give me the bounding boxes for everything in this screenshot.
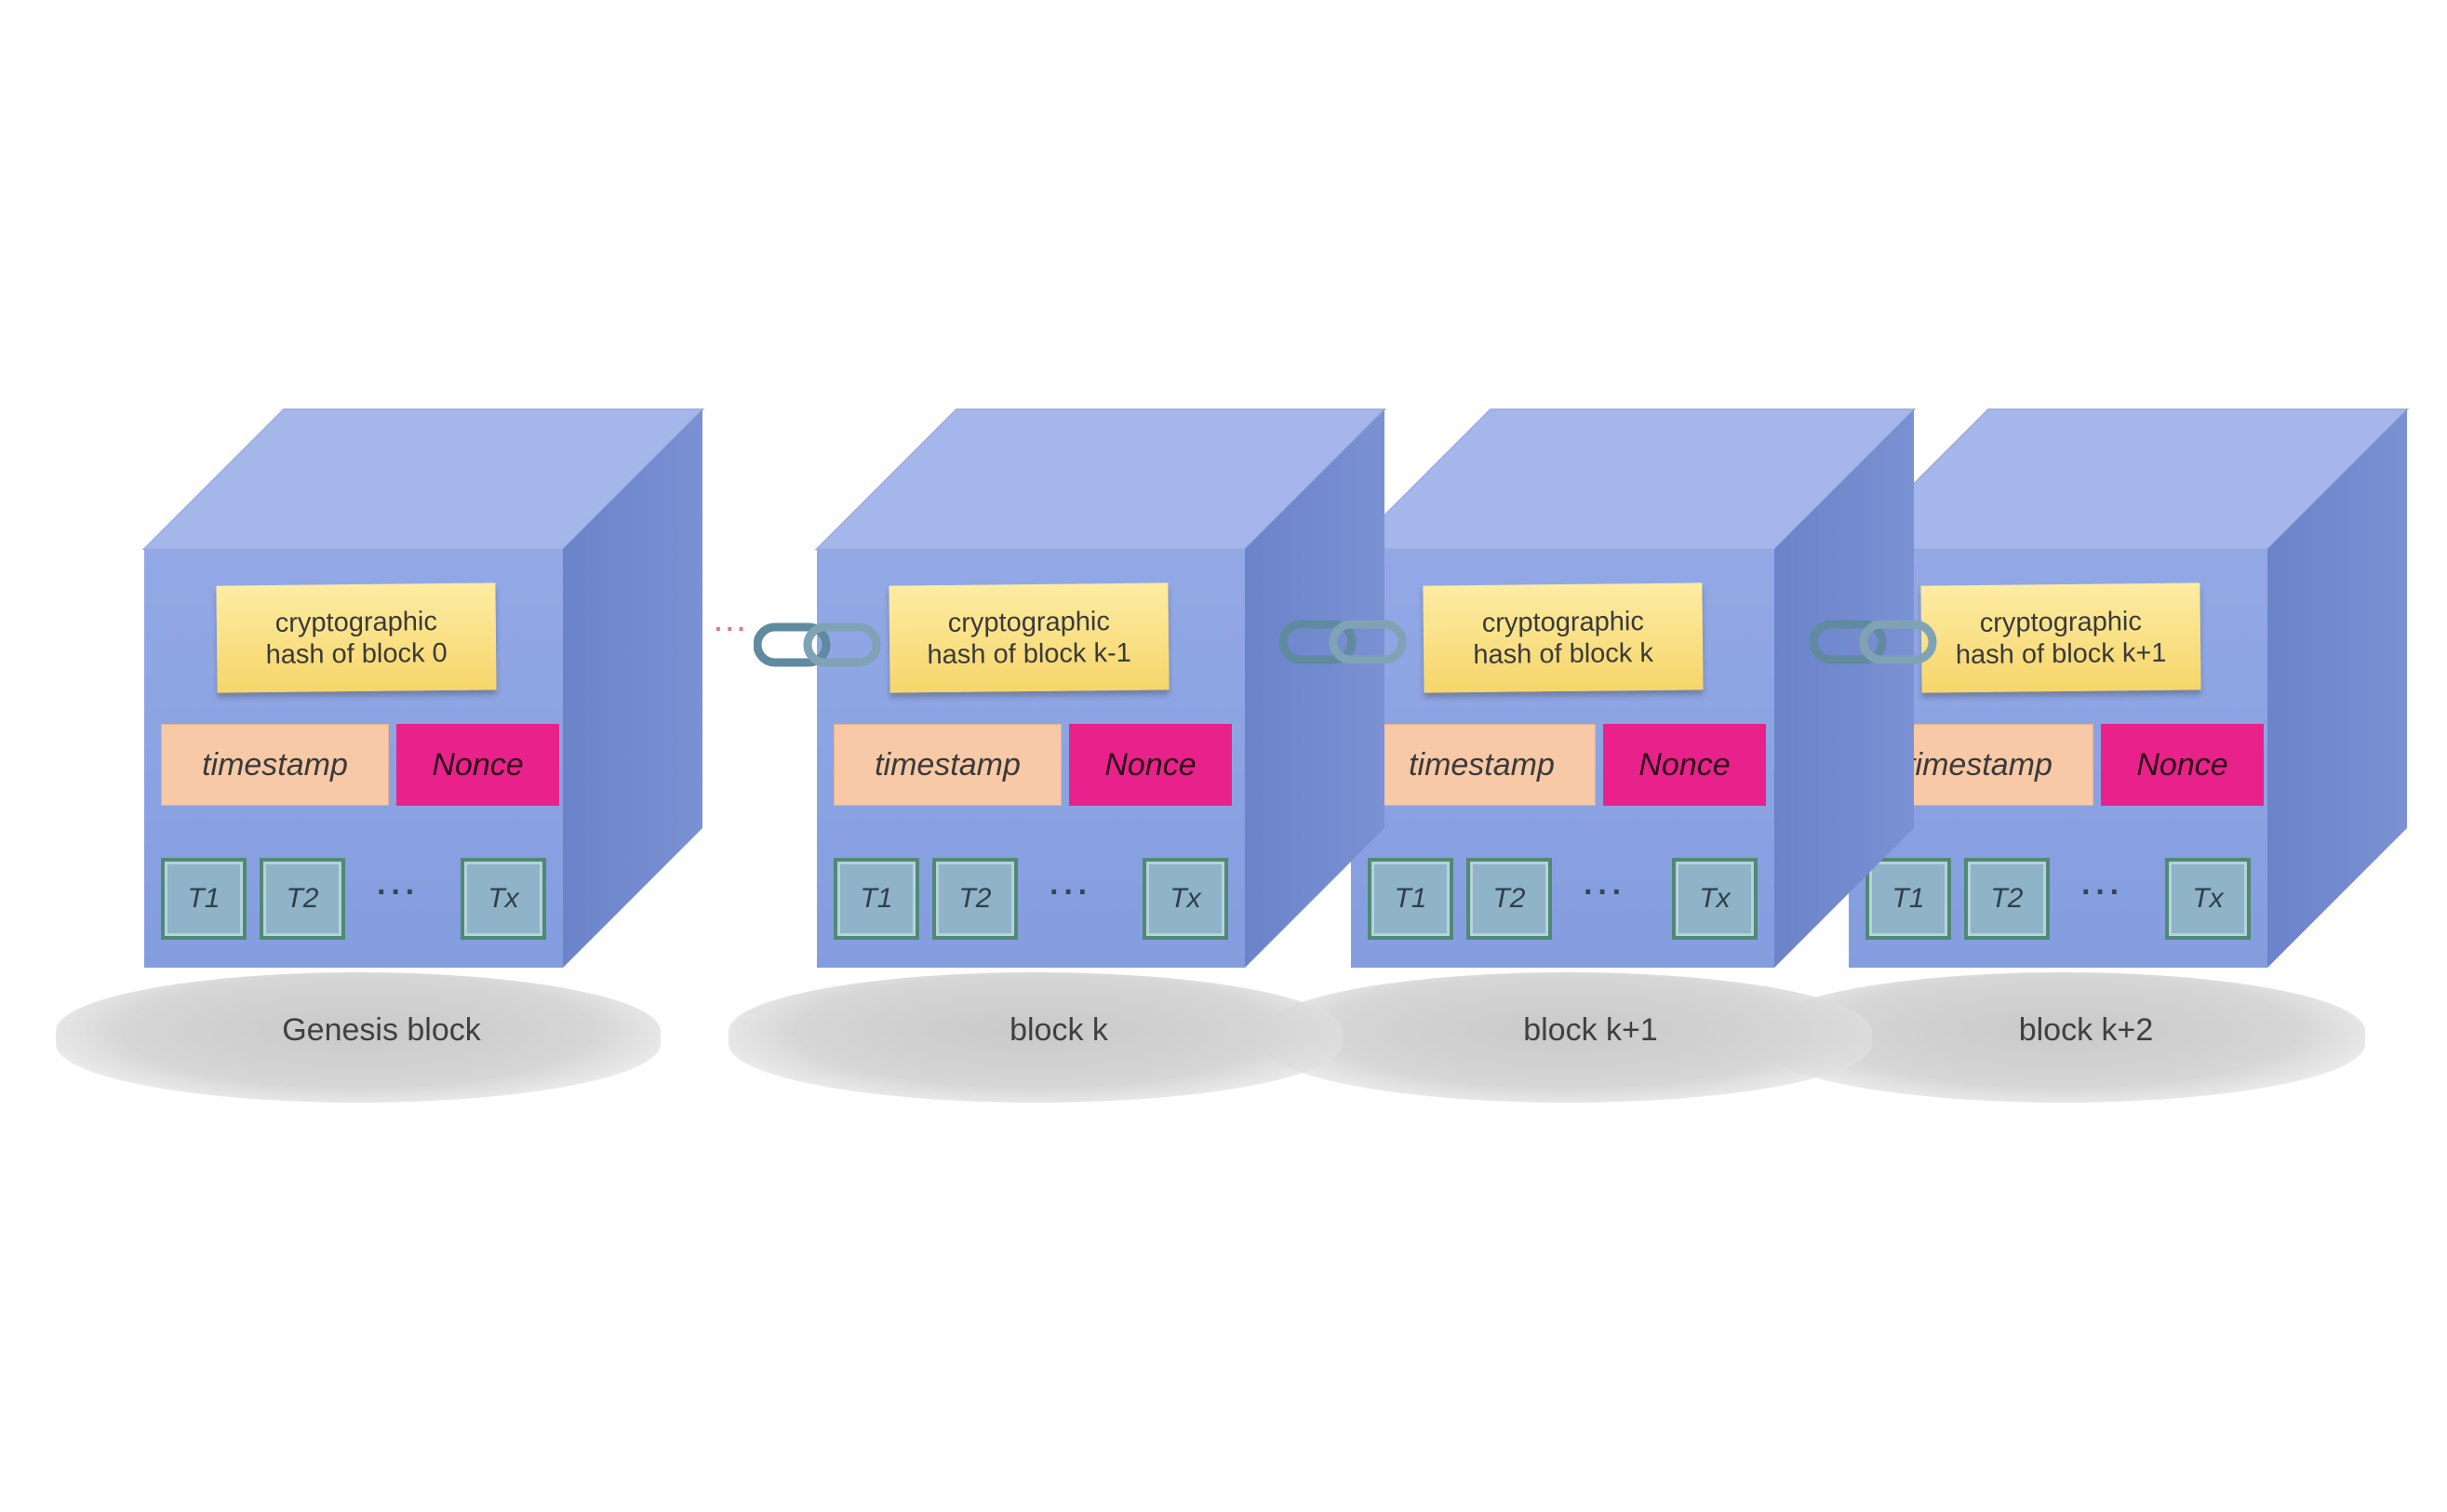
hash-line-1: cryptographic <box>1979 606 2143 638</box>
transaction-box: T2 <box>260 858 345 940</box>
block-shadow <box>56 972 661 1103</box>
block-label: block k+2 <box>2018 1012 2154 1048</box>
transaction-box: T1 <box>161 858 247 940</box>
cube-side-face <box>1245 409 1384 968</box>
transaction-box: T2 <box>932 858 1018 940</box>
hash-line-2: hash of block k-1 <box>927 637 1131 670</box>
hash-line-1: cryptographic <box>947 606 1111 638</box>
block-label: block k+1 <box>1523 1012 1658 1048</box>
timestamp-field: timestamp <box>834 724 1062 806</box>
transactions-ellipsis: ··· <box>1584 875 1626 910</box>
cube-side-face <box>563 409 702 968</box>
transaction-box: T2 <box>1964 858 2050 940</box>
transaction-box: T1 <box>1865 858 1951 940</box>
chain-link-icon <box>1279 620 1407 664</box>
block-label: block k <box>1010 1012 1108 1048</box>
transactions-ellipsis: ··· <box>377 875 420 910</box>
block-label: Genesis block <box>282 1012 481 1048</box>
transaction-box: T2 <box>1466 858 1552 940</box>
hash-line-2: hash of block 0 <box>265 637 448 670</box>
nonce-field: Nonce <box>1603 724 1766 806</box>
block-shadow <box>1263 972 1872 1103</box>
cube-side-face <box>1774 409 1914 968</box>
chain-link-icon <box>1810 620 1937 664</box>
nonce-field: Nonce <box>396 724 559 806</box>
preceding-blocks-ellipsis: ··· <box>715 614 749 643</box>
transaction-box: T1 <box>834 858 919 940</box>
nonce-field: Nonce <box>1069 724 1232 806</box>
transaction-box: Tx <box>1143 858 1228 940</box>
transaction-box: Tx <box>2165 858 2251 940</box>
transaction-box: Tx <box>461 858 546 940</box>
hash-line-2: hash of block k+1 <box>1955 637 2167 670</box>
timestamp-field: timestamp <box>1368 724 1596 806</box>
transaction-box: T1 <box>1368 858 1453 940</box>
transaction-box: Tx <box>1672 858 1758 940</box>
hash-line-2: hash of block k <box>1473 637 1654 670</box>
nonce-field: Nonce <box>2101 724 2264 806</box>
cube-side-face <box>2267 409 2407 968</box>
block-shadow <box>729 972 1343 1103</box>
timestamp-field: timestamp <box>161 724 389 806</box>
transactions-ellipsis: ··· <box>1050 875 1092 910</box>
transactions-ellipsis: ··· <box>2081 875 2124 910</box>
hash-line-1: cryptographic <box>274 606 438 638</box>
chain-link-icon <box>754 622 881 667</box>
hash-line-1: cryptographic <box>1481 606 1645 638</box>
